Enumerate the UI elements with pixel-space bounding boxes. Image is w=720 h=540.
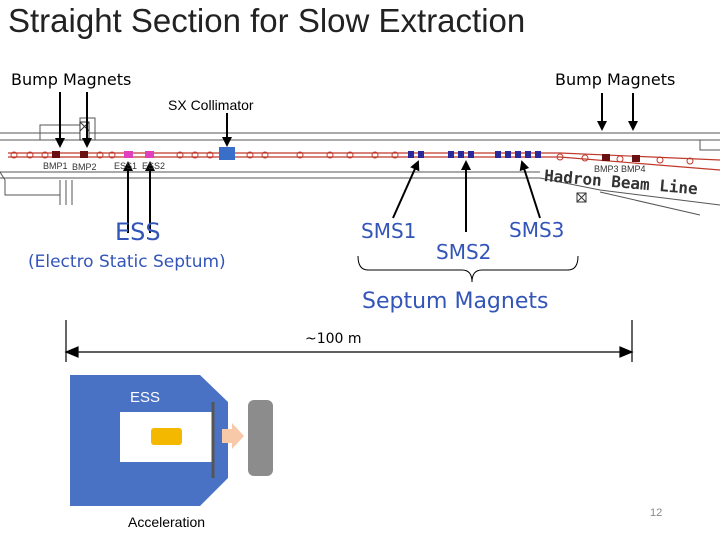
ess-label: ESS <box>115 218 161 246</box>
bump-magnets-right-label: Bump Magnets <box>555 70 676 89</box>
acceleration-label: Acceleration <box>128 514 206 530</box>
ess2-label: ESS2 <box>142 161 166 171</box>
ess-full-name: (Electro Static Septum) <box>28 252 226 272</box>
sms2-label: SMS2 <box>436 240 492 264</box>
distance-dimension-line <box>64 320 634 362</box>
tunnel-outline <box>0 117 720 216</box>
bmp1-magnet <box>52 151 60 158</box>
beam-spot <box>151 428 182 445</box>
page-number: 12 <box>650 507 663 519</box>
extracted-beam-line <box>559 156 720 171</box>
ess2-magnet <box>145 151 154 158</box>
sx-collimator-block <box>219 147 235 160</box>
bump-magnets-left-label: Bump Magnets <box>11 70 132 89</box>
sms3-label: SMS3 <box>509 218 565 242</box>
bmp3-bmp4-label: BMP3 BMP4 <box>594 164 646 174</box>
ess1-magnet <box>124 151 133 158</box>
bmp3-magnet <box>602 154 610 161</box>
distance-label: ~100 m <box>305 331 362 347</box>
beamline-rings <box>10 151 694 165</box>
pointer-arrows <box>55 92 638 233</box>
slide-title: Straight Section for Slow Extraction <box>8 2 526 39</box>
bmp2-magnet <box>80 151 88 158</box>
ess-box-label: ESS <box>130 389 161 406</box>
extraction-arrow-icon <box>222 423 244 449</box>
bmp1-label: BMP1 <box>43 161 68 171</box>
septum-magnets-label: Septum Magnets <box>362 289 549 314</box>
sms1-label: SMS1 <box>361 219 417 243</box>
septum-brace <box>357 255 579 283</box>
bmp4-magnet <box>632 155 640 162</box>
septum-electrode <box>248 400 273 476</box>
bmp2-label: BMP2 <box>72 162 97 172</box>
ess1-label: ESS1 <box>114 161 138 171</box>
sx-collimator-label: SX Collimator <box>168 97 254 113</box>
septum-magnet-blocks <box>408 151 541 158</box>
